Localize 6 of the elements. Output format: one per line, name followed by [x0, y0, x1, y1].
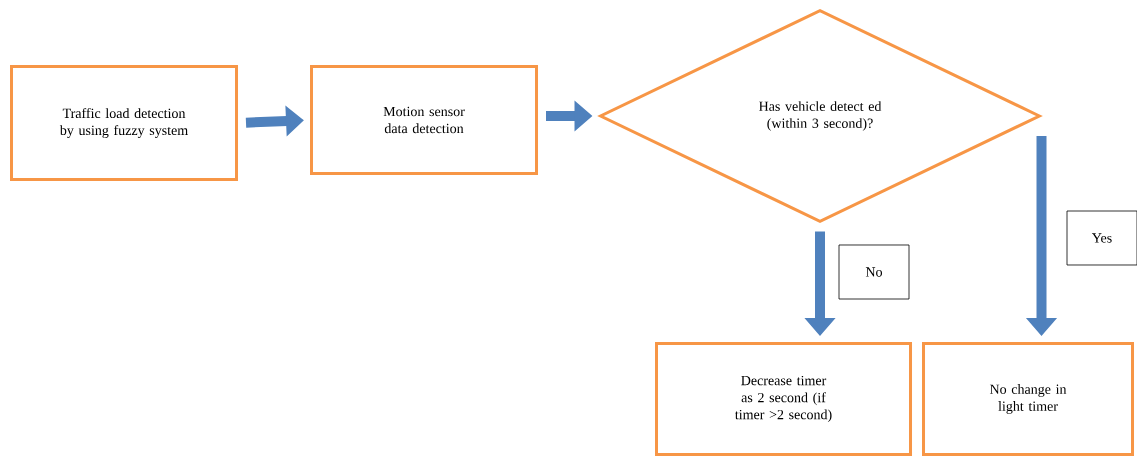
edge-label: No	[838, 244, 910, 300]
process-box: Decrease timer as 2 second (if timer >2 second)	[655, 342, 912, 456]
process-box: No change in light timer	[922, 342, 1134, 456]
process-box: Motion sensor data detection	[310, 65, 538, 175]
edge-label: Yes	[1066, 210, 1137, 266]
process-box: Traffic load detection by using fuzzy system	[10, 65, 238, 181]
